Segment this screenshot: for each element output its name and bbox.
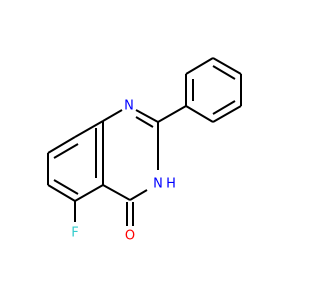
bond-n1-c2 [135, 109, 159, 123]
bond-c4-c4a [102, 184, 131, 201]
bond-c6-c5 [47, 184, 76, 202]
bond-n3-c4 [129, 189, 148, 201]
bond-ph3-ph4-inner [212, 65, 236, 80]
atom-f: F [71, 226, 78, 241]
atom-o: O [125, 229, 135, 244]
bond-c8-c7-inner [53, 143, 79, 159]
bond-c8a-c8 [74, 120, 104, 138]
bond-ph5-ph6 [212, 105, 242, 123]
molecule-structure: N N H O F [0, 0, 300, 300]
bond-n1-c2-inner [135, 116, 154, 128]
bond-c6-c5-inner [53, 179, 79, 195]
bond-ph5-ph6-inner [212, 100, 236, 115]
atom-n3-hydrogen: H [166, 177, 176, 192]
bond-c8-c7 [47, 136, 76, 154]
bond-c8a-n1 [102, 109, 123, 122]
bond-c5-c4a [74, 184, 104, 202]
bond-ph3-ph4 [212, 57, 242, 75]
atom-n3: N [153, 177, 163, 192]
bond-c2-phenyl [157, 105, 187, 123]
background [0, 0, 300, 300]
bond-ph6-ph1 [185, 105, 214, 123]
bond-ph2-ph3 [185, 57, 214, 75]
atom-n1: N [124, 99, 134, 114]
